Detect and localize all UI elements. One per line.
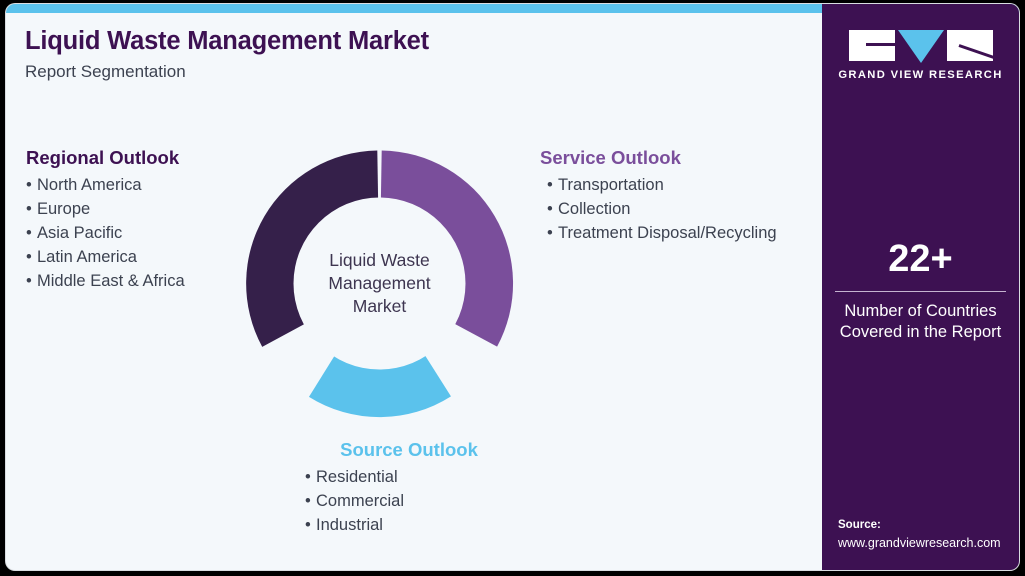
list-item: • Residential	[305, 466, 536, 490]
logo-r-icon	[946, 30, 993, 61]
regional-outlook-heading: Regional Outlook	[26, 147, 180, 168]
source-block: Source: www.grandviewresearch.com	[838, 517, 1019, 552]
logo-marks	[848, 30, 993, 63]
donut-svg	[246, 150, 514, 418]
segmentation-donut-chart: Liquid Waste Management Market	[238, 142, 521, 425]
bullet-icon: •	[305, 515, 311, 534]
stat-divider	[835, 291, 1006, 292]
bullet-icon: •	[305, 492, 311, 511]
list-item-label: Residential	[316, 468, 398, 487]
bullet-icon: •	[547, 223, 553, 242]
header: Liquid Waste Management Market Report Se…	[25, 26, 805, 82]
list-item: • Transportation	[547, 174, 825, 198]
list-item-label: Middle East & Africa	[37, 271, 185, 290]
regional-outlook-list: • North America • Europe • Asia Pacific • La…	[26, 174, 261, 294]
list-item-label: Industrial	[316, 515, 383, 534]
list-item-label: Treatment Disposal/Recycling	[558, 223, 777, 242]
list-item-label: North America	[37, 176, 142, 195]
bullet-icon: •	[26, 247, 32, 266]
list-item: • Commercial	[305, 490, 536, 514]
bullet-icon: •	[26, 271, 32, 290]
bullet-icon: •	[26, 223, 32, 242]
bullet-icon: •	[547, 200, 553, 219]
donut-hole	[293, 197, 466, 370]
infographic-card: Liquid Waste Management Market Report Se…	[6, 4, 1019, 570]
page-subtitle: Report Segmentation	[25, 61, 186, 81]
logo-v-triangle-icon	[897, 30, 944, 63]
stat-caption-line-2: Covered in the Report	[839, 323, 1002, 342]
list-item: • Europe	[26, 198, 261, 222]
bullet-icon: •	[305, 468, 311, 487]
list-item-label: Collection	[558, 200, 631, 219]
list-item-label: Latin America	[37, 247, 137, 266]
source-outlook-list: • Residential • Commercial • Industrial	[286, 466, 536, 538]
service-outlook-block: Service Outlook • Transportation • Collect…	[540, 146, 825, 246]
service-outlook-heading: Service Outlook	[540, 147, 681, 168]
source-url[interactable]: www.grandviewresearch.com	[838, 535, 1001, 550]
list-item: • Collection	[547, 198, 825, 222]
bullet-icon: •	[26, 176, 32, 195]
list-item-label: Asia Pacific	[37, 223, 123, 242]
source-label: Source:	[838, 519, 881, 532]
page-title: Liquid Waste Management Market	[25, 27, 429, 55]
stat-block: 22+ Number of Countries Covered in the R…	[822, 240, 1019, 343]
stat-caption-line-1: Number of Countries	[844, 302, 997, 320]
stat-value: 22+	[888, 238, 953, 280]
list-item-label: Transportation	[558, 176, 664, 195]
list-item: • Treatment Disposal/Recycling	[547, 222, 825, 246]
grand-view-research-logo: GRAND VIEW RESEARCH	[822, 30, 1019, 81]
source-outlook-heading: Source Outlook	[340, 439, 478, 460]
list-item-label: Commercial	[316, 492, 405, 511]
list-item-label: Europe	[37, 200, 91, 219]
top-accent-strip	[6, 4, 1019, 13]
bullet-icon: •	[547, 176, 553, 195]
list-item: • North America	[26, 174, 261, 198]
list-item: • Asia Pacific	[26, 222, 261, 246]
list-item: • Industrial	[305, 514, 536, 538]
regional-outlook-block: Regional Outlook • North America • Europe …	[26, 146, 261, 294]
list-item: • Latin America	[26, 246, 261, 270]
side-panel: GRAND VIEW RESEARCH 22+ Number of Countr…	[822, 4, 1019, 570]
logo-g-icon	[848, 30, 895, 61]
list-item: • Middle East & Africa	[26, 270, 261, 294]
service-outlook-list: • Transportation • Collection • Treatment D…	[540, 174, 825, 246]
logo-wordmark: GRAND VIEW RESEARCH	[838, 69, 1003, 81]
source-outlook-block: Source Outlook • Residential • Commercial …	[286, 438, 536, 538]
bullet-icon: •	[26, 200, 32, 219]
